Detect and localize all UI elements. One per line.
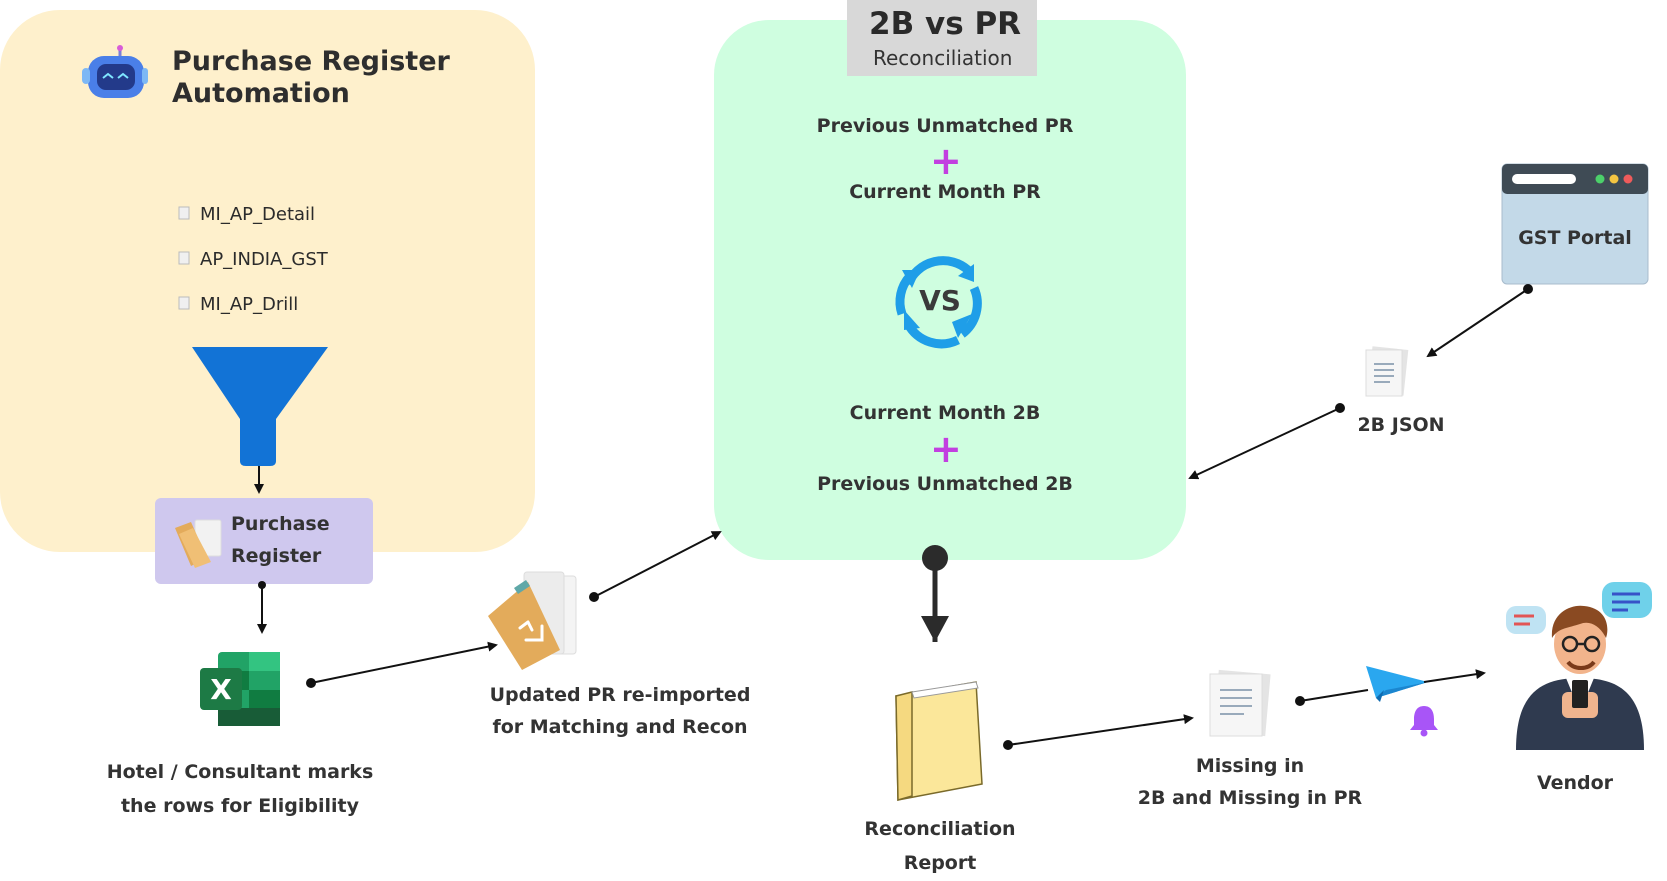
send-plane-icon xyxy=(1366,666,1428,702)
reimport-to-recon-arrow xyxy=(593,531,722,598)
report-line2: Report xyxy=(903,852,977,874)
plane-to-vendor-arrow xyxy=(1423,669,1486,683)
eligibility-line2: the rows for Eligibility xyxy=(120,795,360,817)
gst-portal-label: GST Portal xyxy=(1518,227,1632,249)
json-document-icon xyxy=(1365,346,1409,397)
connector-dot xyxy=(1003,740,1013,750)
reconciliation-tab: 2B vs PR Reconciliation xyxy=(847,0,1037,76)
excel-icon: X xyxy=(200,652,280,726)
reimport-folder-icon xyxy=(488,571,577,670)
purchase-register-box: Purchase Register xyxy=(155,498,373,584)
vs-text: VS xyxy=(919,284,961,317)
reimport-line1: Updated PR re-imported xyxy=(489,684,751,706)
file-item-label: MI_AP_Detail xyxy=(200,204,316,225)
file-item-label: AP_INDIA_GST xyxy=(200,249,328,270)
report-book-icon xyxy=(895,681,983,801)
portal-to-json-arrow xyxy=(1426,288,1529,358)
connector-dot xyxy=(306,678,316,688)
missing-to-plane-line xyxy=(1299,689,1369,702)
missing-document-icon xyxy=(1209,669,1271,737)
vendor-avatar xyxy=(1506,582,1652,750)
excel-letter: X xyxy=(210,673,232,706)
folder-icon xyxy=(175,519,222,568)
file-item-label: MI_AP_Drill xyxy=(200,294,299,315)
missing-line1: Missing in xyxy=(1195,755,1305,777)
sync-icon: VS xyxy=(895,256,982,349)
json-to-recon-arrow xyxy=(1188,407,1341,480)
reimport-line2: for Matching and Recon xyxy=(492,716,748,738)
document-icon xyxy=(178,251,190,265)
recon-tab-title: 2B vs PR xyxy=(869,6,1022,42)
document-icon xyxy=(178,296,190,310)
gst-portal-window xyxy=(1501,163,1649,285)
automation-title-line2: Automation xyxy=(172,78,350,109)
plus-sign: + xyxy=(930,139,962,183)
missing-line2: 2B and Missing in PR xyxy=(1137,787,1363,809)
report-line1: Reconciliation xyxy=(864,818,1016,840)
current-month-2b: Current Month 2B xyxy=(849,402,1041,424)
previous-unmatched-2b: Previous Unmatched 2B xyxy=(817,473,1073,495)
previous-unmatched-pr: Previous Unmatched PR xyxy=(816,115,1074,137)
robot-icon xyxy=(82,45,148,98)
vendor-label: Vendor xyxy=(1536,772,1614,794)
excel-to-reimport-arrow xyxy=(310,641,498,684)
purchase-register-line1: Purchase xyxy=(231,513,330,535)
reconciliation-panel xyxy=(714,20,1186,560)
eligibility-line1: Hotel / Consultant marks xyxy=(106,761,374,783)
automation-title-line1: Purchase Register xyxy=(172,46,450,77)
json-label: 2B JSON xyxy=(1357,414,1445,436)
recon-tab-subtitle: Reconciliation xyxy=(873,46,1013,70)
connector-dot xyxy=(1295,696,1305,706)
bell-icon xyxy=(1410,706,1438,737)
document-icon xyxy=(178,206,190,220)
funnel-icon xyxy=(192,347,328,466)
purchase-register-line2: Register xyxy=(231,545,322,567)
report-to-missing-arrow xyxy=(1007,714,1194,746)
plus-sign: + xyxy=(930,427,962,471)
current-month-pr: Current Month PR xyxy=(849,181,1041,203)
